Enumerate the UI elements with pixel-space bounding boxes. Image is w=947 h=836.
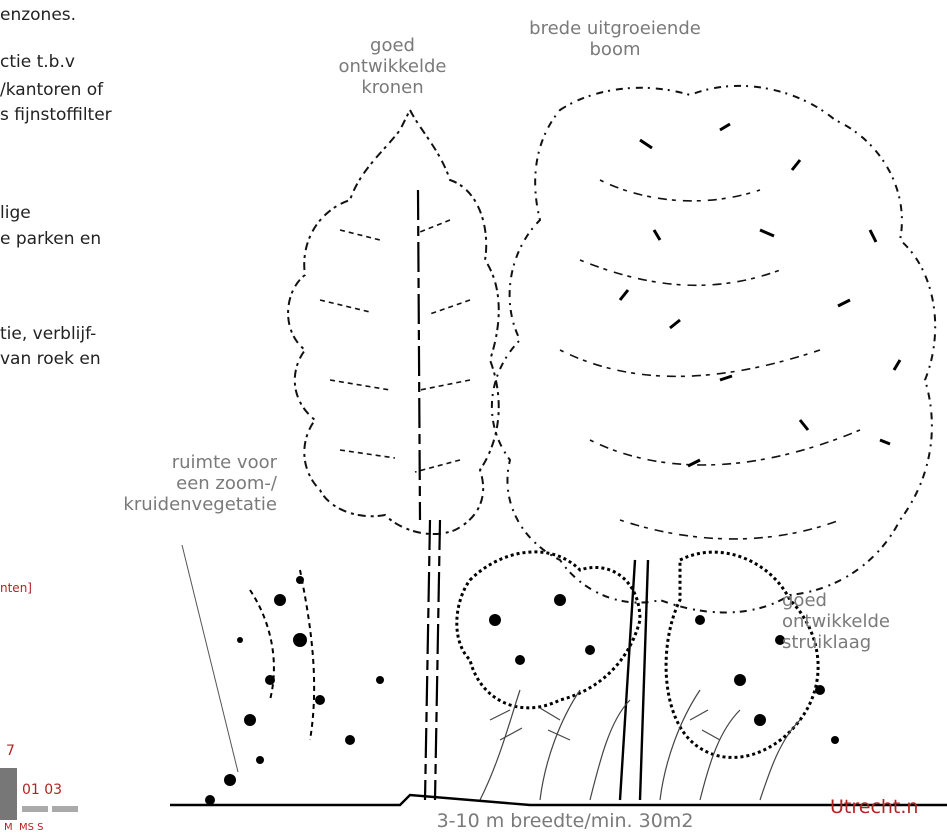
shrub-layer <box>455 550 839 759</box>
text-line-5: lige <box>0 203 31 223</box>
label-shrub-line-1: goed <box>782 590 827 611</box>
label-zoom-line-1: ruimte voor <box>171 452 277 473</box>
brand-link[interactable]: Utrecht.n <box>830 796 919 818</box>
zoom-leader-line <box>181 544 239 773</box>
broad-tree-crown <box>490 84 937 614</box>
label-broad-tree: brede uitgroeiende boom <box>480 18 750 60</box>
text-line-2: ctie t.b.v <box>0 52 75 72</box>
label-width: 3-10 m breedte/min. 30m2 <box>436 810 694 832</box>
red-bottom-small: M MS S <box>4 822 44 833</box>
broad-tree-trunk <box>618 559 650 801</box>
text-line-7: tie, verblijf- <box>0 324 97 344</box>
label-crowns-line-2: ontwikkelde <box>338 56 447 77</box>
text-line-8: van roek en <box>0 349 101 369</box>
label-zoom-line-2: een zoom-/ <box>176 473 277 494</box>
red-fragment-anten: nten] <box>0 581 32 595</box>
text-line-3: /kantoren of <box>0 80 104 100</box>
red-number-7: 7 <box>6 743 15 759</box>
label-crowns: goed ontwikkelde kronen <box>330 35 455 98</box>
label-shrub-line-2: ontwikkelde <box>782 611 890 632</box>
narrow-tree-crown <box>287 107 500 535</box>
red-numbers: 01 03 <box>22 782 63 798</box>
label-zoom-line-3: kruidenvegetatie <box>123 494 277 515</box>
narrow-tree-trunk <box>416 189 442 801</box>
ground-line <box>170 793 947 807</box>
label-broad-tree-line-2: boom <box>589 39 641 60</box>
label-zoom: ruimte voor een zoom-/ kruidenvegetatie <box>92 452 277 515</box>
label-crowns-line-1: goed <box>370 35 415 56</box>
text-line-4: s fijnstoffilter <box>0 105 112 125</box>
label-shrub: goed ontwikkelde struiklaag <box>782 590 942 653</box>
grey-block <box>0 768 17 820</box>
grey-bar-1 <box>22 806 48 812</box>
label-shrub-line-3: struiklaag <box>782 632 872 653</box>
understory-vegetation <box>205 576 384 805</box>
text-line-6: e parken en <box>0 229 102 249</box>
text-line-1: enzones. <box>0 5 77 25</box>
grey-bar-2 <box>52 806 78 812</box>
label-crowns-line-3: kronen <box>361 77 424 98</box>
label-broad-tree-line-1: brede uitgroeiende <box>529 18 701 39</box>
